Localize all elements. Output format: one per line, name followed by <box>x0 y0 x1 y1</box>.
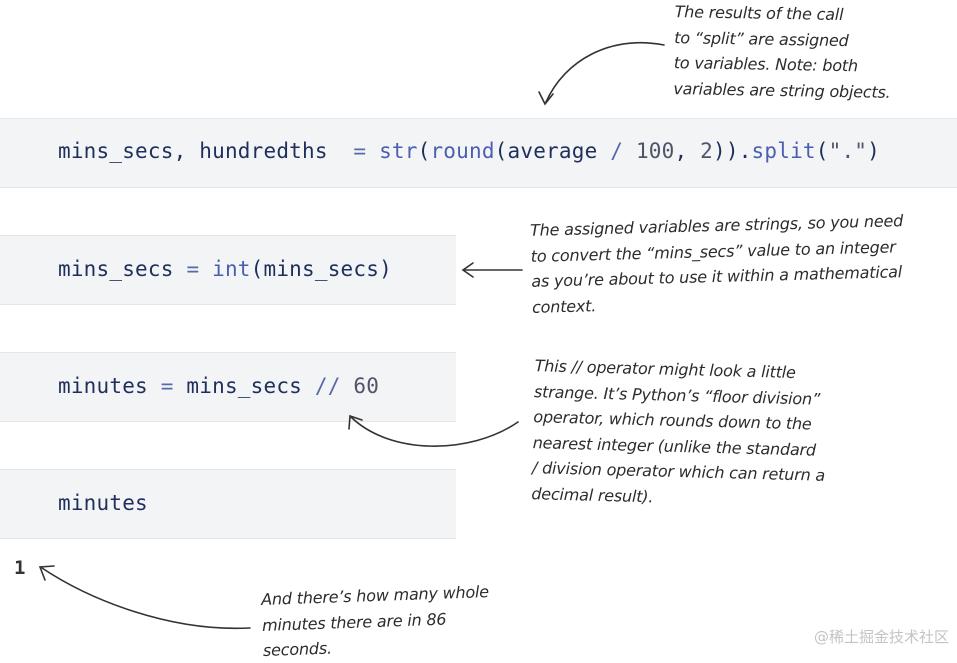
arrow-to-output-icon <box>41 567 251 630</box>
code-line-int: mins_secs = int(mins_secs) <box>58 257 392 281</box>
code-token: ( <box>417 139 431 163</box>
arrow-to-int-head-icon <box>461 262 474 278</box>
code-token: mins_secs <box>173 374 315 398</box>
code-cell-int[interactable]: mins_secs = int(mins_secs) <box>0 235 456 305</box>
code-token: minutes <box>58 491 148 515</box>
code-token: mins_secs, hundredths <box>58 139 354 163</box>
code-token: / <box>610 139 624 163</box>
code-token: (mins_secs) <box>250 257 392 281</box>
code-token: 60 <box>353 374 380 398</box>
cell-output: 1 <box>14 557 26 579</box>
code-token: "." <box>828 139 868 163</box>
code-token: str <box>379 139 418 163</box>
arrow-to-split-icon <box>545 42 665 103</box>
code-token: int <box>212 257 251 281</box>
code-token: = <box>353 139 367 163</box>
arrow-to-floor-division-icon <box>350 416 519 447</box>
code-token: split <box>751 139 816 163</box>
code-token: ) <box>867 139 880 163</box>
code-line-floor-division: minutes = mins_secs // 60 <box>58 374 379 398</box>
code-token: ( <box>815 139 829 163</box>
code-token: mins_secs <box>58 257 187 281</box>
code-token: 100 <box>635 139 675 163</box>
code-token: 2 <box>700 139 714 163</box>
code-token: = <box>186 257 200 281</box>
code-cell-split[interactable]: mins_secs, hundredths = str(round(averag… <box>0 118 957 188</box>
code-line-minutes: minutes <box>58 491 148 515</box>
code-line-split: mins_secs, hundredths = str(round(averag… <box>58 139 880 163</box>
code-cell-minutes[interactable]: minutes <box>0 469 456 539</box>
code-cell-floor-division[interactable]: minutes = mins_secs // 60 <box>0 352 456 422</box>
code-token: )). <box>713 139 752 163</box>
watermark: @稀土掘金技术社区 <box>813 628 949 646</box>
arrow-to-floor-division-head-icon <box>348 414 363 430</box>
code-token: = <box>160 374 174 398</box>
arrow-to-output-head-icon <box>38 565 55 581</box>
code-token: minutes <box>58 374 161 398</box>
arrow-to-split-head-icon <box>538 91 554 106</box>
code-token: (average <box>494 139 611 163</box>
code-token: , <box>674 139 701 163</box>
code-token: // <box>314 374 341 398</box>
code-token: round <box>430 139 495 163</box>
